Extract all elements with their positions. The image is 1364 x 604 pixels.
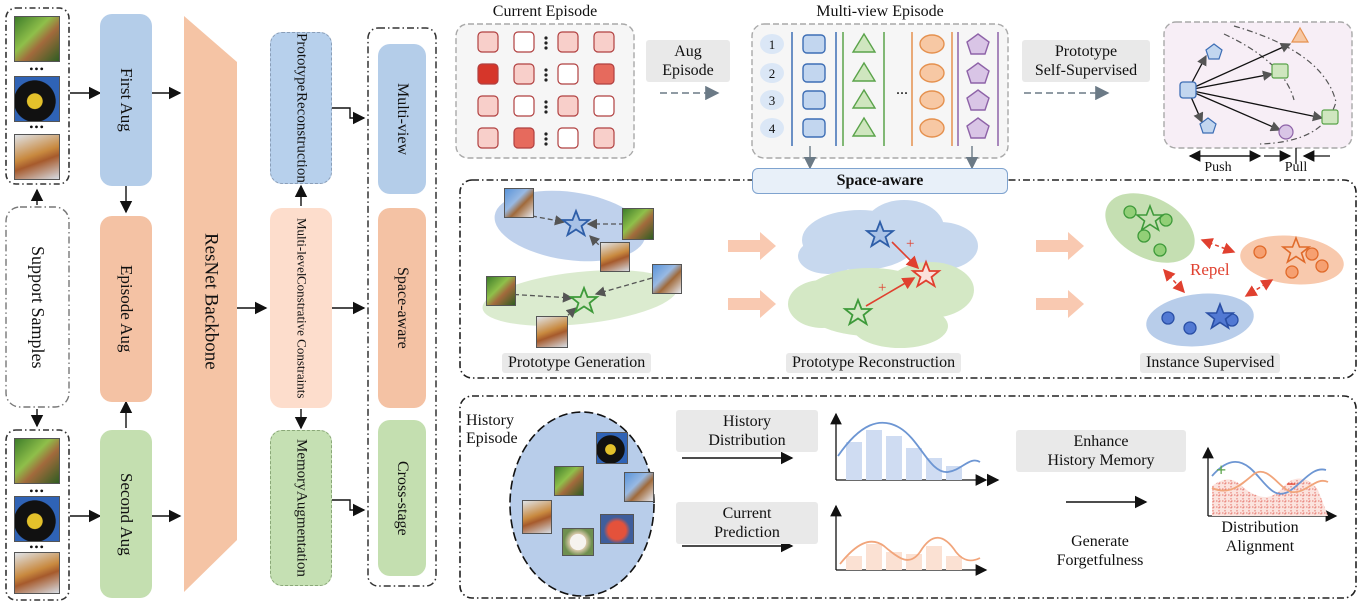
dots: ••• [29, 540, 45, 554]
stage-column-frame [367, 27, 437, 587]
fish-image [14, 496, 60, 542]
pull-label: Pull [1284, 160, 1308, 175]
first-aug-box: First Aug [100, 14, 152, 186]
multiview-ellipsis: ... [896, 81, 908, 98]
cross-stage-panel: + − [509, 411, 1338, 597]
dots: ••• [29, 62, 45, 76]
ehm-line-1: Enhance [1073, 433, 1129, 450]
ma-line-2: Augmentation [293, 490, 310, 577]
support-samples-frame [5, 206, 70, 408]
bird-thumb [504, 188, 534, 218]
history-episode-line-1: History [466, 412, 514, 429]
instance-supervised-label: Instance Supervised [1140, 353, 1281, 373]
ma-line-1: Memory [293, 439, 310, 491]
da-line-2: Alignment [1225, 538, 1295, 556]
pss-line-2: Self-Supervised [1034, 62, 1138, 80]
row-number-1: 1 [769, 37, 776, 52]
space-aware-header: Space-aware [752, 168, 1008, 194]
prototype-self-supervised-label: Prototype Self-Supervised [1022, 40, 1150, 83]
bird-thumb [554, 466, 584, 496]
fish-image [14, 76, 60, 122]
cross-stage-frame [459, 395, 1357, 599]
da-line-1: Distribution [1221, 519, 1299, 536]
robin-thumb [536, 316, 568, 348]
bird-image-1 [14, 438, 60, 484]
plus-sign: + [878, 280, 886, 296]
push-label: Push [1204, 160, 1232, 175]
aug-episode-line-1: Aug [674, 43, 702, 60]
robin-image [14, 552, 60, 594]
gf-line-1: Generate [1071, 533, 1129, 550]
plus-sign: + [1216, 460, 1226, 480]
parrot-thumb [600, 514, 634, 544]
aug-episode-line-2: Episode [662, 62, 714, 80]
mc-line-2: Constrative Constraints [294, 276, 310, 399]
history-episode-line-2: Episode [466, 430, 518, 448]
stage-multiview: Multi-view [378, 44, 426, 194]
dots: ••• [29, 484, 45, 498]
fish-thumb [596, 432, 628, 464]
history-episode-label: History Episode [466, 412, 518, 449]
resnet-backbone-shape [184, 16, 237, 592]
stage-space-aware: Space-aware [378, 208, 426, 408]
bird-thumb [652, 264, 682, 294]
current-prediction-label: Current Prediction [676, 502, 818, 545]
prototype-reconstruction-label: Prototype Reconstruction [786, 353, 962, 373]
cp-line-1: Current [722, 505, 772, 522]
bird-image-1 [14, 16, 60, 62]
second-aug-box: Second Aug [100, 430, 152, 598]
enhance-history-memory-label: Enhance History Memory [1016, 430, 1186, 473]
bird-thumb [622, 208, 654, 240]
current-episode-grid [477, 31, 615, 149]
robin-image [14, 134, 60, 180]
bird-thumb [624, 472, 654, 502]
pss-line-1: Prototype [1054, 43, 1118, 60]
current-episode-title: Current Episode [492, 3, 598, 20]
plus-sign: + [906, 236, 914, 252]
pr-line-2: Reconstruction [293, 91, 310, 183]
robin-thumb [600, 242, 630, 272]
prototype-space [1179, 25, 1339, 145]
episode-aug-box: Episode Aug [100, 216, 152, 402]
robin-thumb [522, 500, 552, 534]
multiview-episode-title: Multi-view Episode [816, 3, 944, 20]
support-samples-label: Support Samples [27, 245, 48, 369]
repel-label: Repel [1190, 260, 1230, 279]
cp-line-2: Prediction [714, 524, 780, 542]
minus-sign: − [1286, 474, 1296, 494]
generate-forgetfulness-label: Generate Forgetfulness [1030, 532, 1170, 570]
row-number-2: 2 [769, 66, 776, 81]
row-number-4: 4 [769, 121, 776, 136]
distribution-alignment-label: Distribution Alignment [1200, 518, 1320, 556]
history-distribution-label: History Distribution [676, 410, 818, 453]
support-frame-top [5, 7, 70, 185]
current-episode-frame [455, 23, 635, 159]
hd-line-2: Distribution [708, 432, 786, 450]
mc-line-1: Multi-level [294, 217, 310, 277]
ehm-line-2: History Memory [1047, 452, 1155, 470]
prototype-generation-label: Prototype Generation [502, 353, 652, 373]
support-frame-bottom [5, 429, 70, 601]
multiview-episode-grid: 1 2 3 4 ... [760, 32, 999, 146]
space-aware-panel: + + Repel [482, 190, 1344, 348]
bird-thumb [486, 276, 516, 306]
hd-line-1: History [723, 413, 771, 430]
aug-episode-label: Aug Episode [646, 40, 730, 83]
dots: ••• [29, 120, 45, 134]
gf-line-2: Forgetfulness [1056, 552, 1144, 570]
row-number-3: 3 [769, 93, 776, 108]
stage-cross-stage: Cross-stage [378, 420, 426, 576]
dog-thumb [562, 528, 594, 556]
pr-line-1: Prototype [293, 33, 310, 92]
resnet-backbone-label: ResNet Backbone [200, 232, 222, 370]
